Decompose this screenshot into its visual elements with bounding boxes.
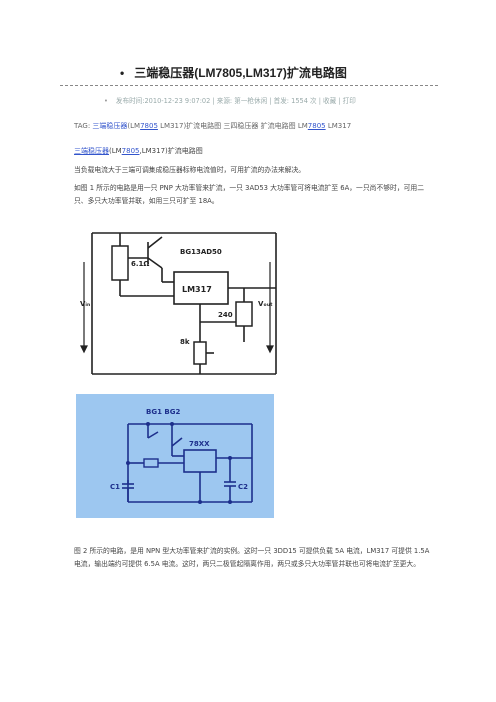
resistor-r2-label: 240 [218,311,233,319]
section-heading: 三端稳压器(LM7805,LM317)扩流电路图 [74,146,203,156]
tag-text-2: (LM [127,122,141,130]
capacitor-c1-label: C1 [110,483,120,491]
vin-arrow [80,262,88,354]
capacitor-c1 [122,483,134,502]
resistor-r1 [111,245,129,281]
vin-label: Vᵢₙ [80,300,90,308]
figure-1-circuit: 6.1Ω BG13AD50 LM317 240 8k Vᵢₙ Vₒᵤₜ [78,222,290,388]
heading-link-regulator[interactable]: 三端稳压器 [74,147,109,155]
vout-label: Vₒᵤₜ [258,300,273,308]
title-text: 三端稳压器(LM7805,LM317)扩流电路图 [134,66,347,80]
regulator-78xx-label: 78XX [189,440,210,448]
resistor-r3-label: 8k [180,338,190,346]
heading-link-7805[interactable]: 7805 [121,147,140,155]
figure-2-resistor [143,458,159,468]
article-meta: • 发布时间:2010-12-23 9:07:02 | 来源: 第一枪休闲 | 首… [104,95,356,105]
capacitor-c2 [224,481,236,502]
regulator-lm317 [173,271,229,305]
paragraph-fig1: 如图 1 所示的电路是用一只 PNP 大功率管来扩流，一只 3AD53 大功率管… [74,184,425,205]
title-divider [60,85,438,86]
resistor-r3 [193,341,207,365]
paragraph-fig2: 图 2 所示的电路，是用 NPN 型大功率管来扩流的实例。这时一只 3DD15 … [74,547,430,568]
tag-label: TAG: [74,122,91,130]
regulator-78xx [183,449,217,473]
tag-link-7805-b[interactable]: 7805 [307,122,326,130]
regulator-label: LM317 [182,285,212,294]
tag-line: TAG: 三端稳压器(LM7805 LM317)扩流电路图 三四稳压器 扩流电路… [74,121,351,131]
vout-arrow [266,262,274,354]
meta-text: 发布时间:2010-12-23 9:07:02 | 来源: 第一枪休闲 | 首发… [115,97,356,105]
tag-text-6: LM317 [325,122,352,130]
transistor-label: BG13AD50 [180,248,222,256]
figure-2-circuit: BG1 BG2 78XX C1 C2 [76,394,274,518]
heading-text-2: (LM [109,147,122,155]
title-bullet: • [120,66,125,80]
heading-text-4: ,LM317)扩流电路图 [139,147,203,155]
resistor-r2 [235,301,253,327]
meta-bullet: • [104,97,108,105]
transistors-label: BG1 BG2 [146,408,180,416]
tag-link-regulator[interactable]: 三端稳压器 [92,122,128,130]
paragraph-intro: 当负载电流大于三端可调集成稳压器标称电流值时，可用扩流的办法来解决。 [74,166,306,174]
article-title: • 三端稳压器(LM7805,LM317)扩流电路图 [120,64,440,81]
capacitor-c2-label: C2 [238,483,248,491]
tag-text-4: LM317)扩流电路图 三四稳压器 扩流电路图 LM [157,122,308,130]
resistor-r1-label: 6.1Ω [131,260,149,268]
tag-link-7805-a[interactable]: 7805 [140,122,158,130]
